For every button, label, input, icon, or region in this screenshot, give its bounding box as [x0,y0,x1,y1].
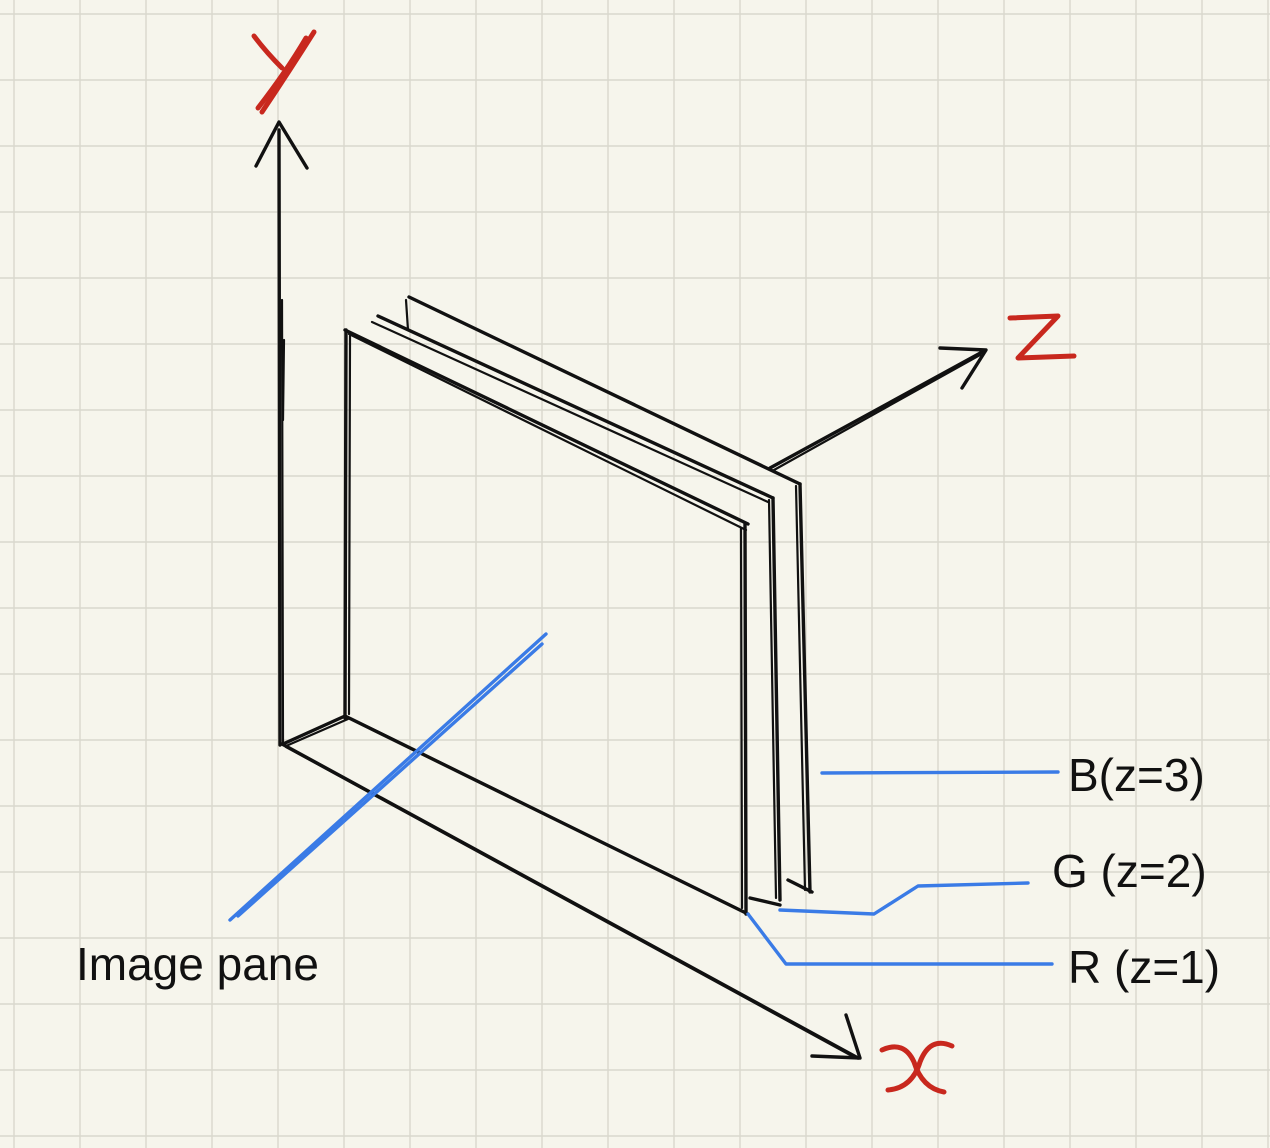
label-r: R (z=1) [1068,941,1220,993]
axis-letter-y: y [251,29,317,115]
callout-r [746,912,1054,966]
callout-image-pane [228,632,548,922]
plane-g [370,314,782,907]
z-axis [768,346,988,472]
label-image-pane: Image pane [76,938,319,990]
y-axis [254,120,309,747]
label-g: G (z=2) [1052,845,1207,897]
x-axis [280,742,862,1060]
axis-letter-z: z [1007,313,1077,361]
plane-b [404,295,814,894]
plane-base [281,714,350,748]
plane-r [343,328,750,916]
callout-g [778,881,1030,916]
label-b: B(z=3) [1068,749,1205,801]
axis-letter-x: x [879,1040,955,1095]
callout-b [820,770,1060,775]
